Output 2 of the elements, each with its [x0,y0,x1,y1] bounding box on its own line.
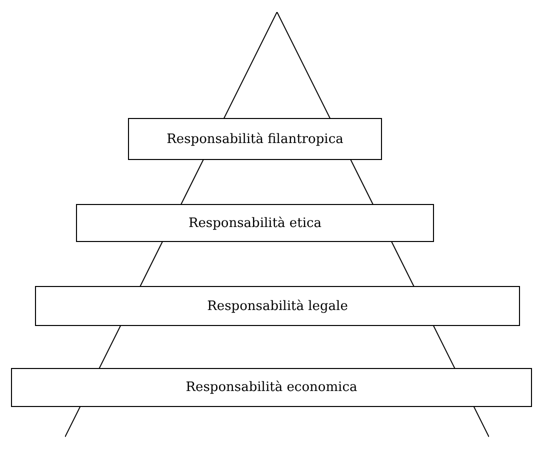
pyramid-level-box: Responsabilità economica [11,368,532,407]
pyramid-level-box: Responsabilità legale [35,286,520,326]
